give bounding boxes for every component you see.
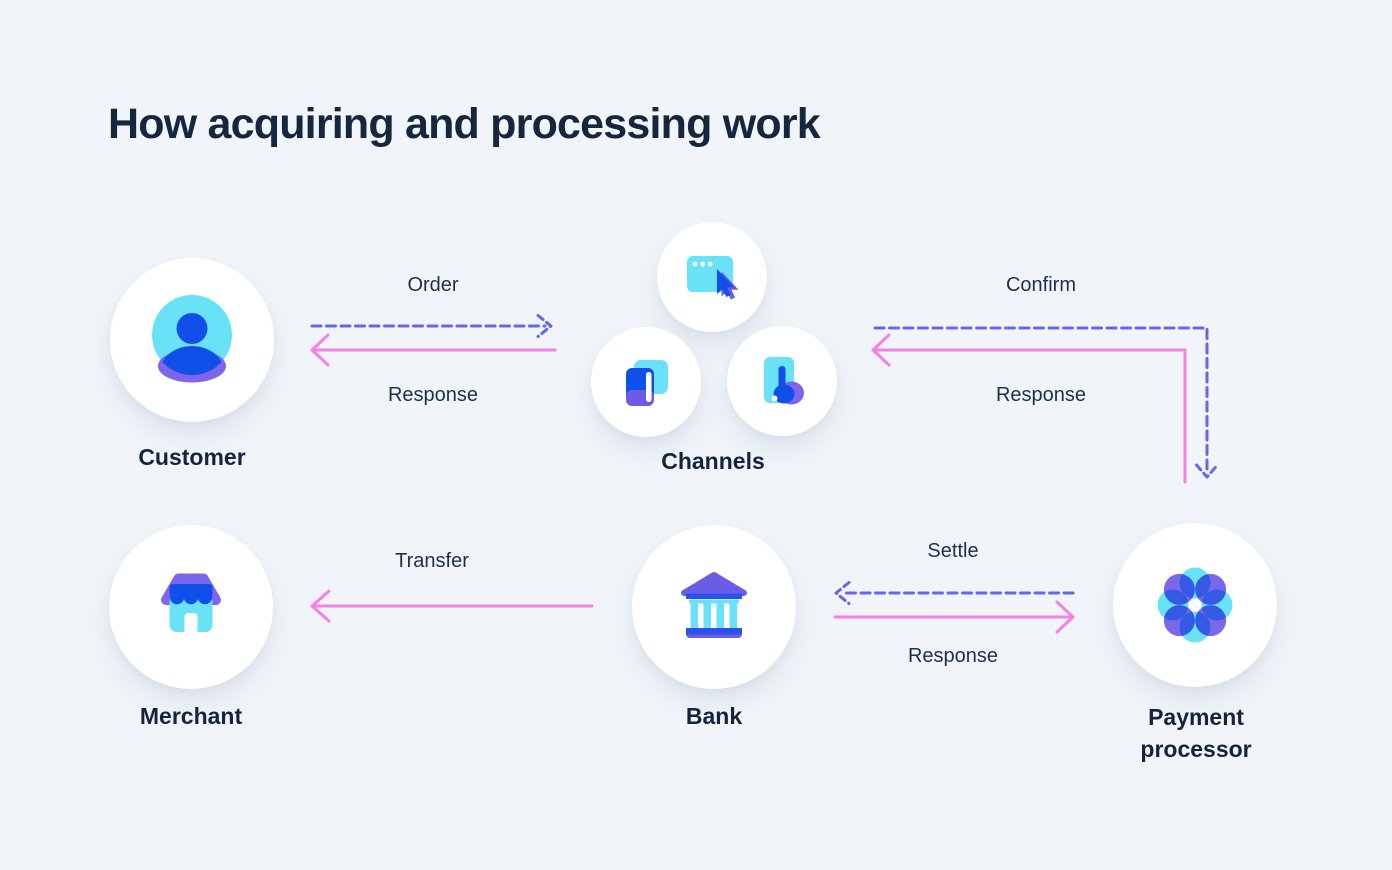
payment-processor-label: Payment processor: [1140, 704, 1252, 762]
order-arrow: [310, 314, 553, 338]
storefront-icon: [161, 573, 221, 632]
page-title: How acquiring and processing work: [108, 100, 821, 148]
response-to-processor-flow-label: Response: [907, 645, 999, 667]
tap-phone-icon: [764, 357, 804, 405]
flower-petals-icon: [1157, 567, 1233, 643]
credit-card-icon: [626, 360, 668, 406]
settle-arrow: [834, 581, 1075, 605]
user-avatar-icon: [152, 295, 232, 383]
response-to-customer-arrow: [310, 333, 557, 367]
bank-building-icon: [681, 572, 747, 638]
response-to-channels-arrow: [871, 333, 1187, 484]
order-flow-label: Order: [407, 274, 459, 296]
channel-browser-node: [657, 222, 767, 332]
browser-window-cursor-icon: [687, 256, 739, 300]
payment-processor-node: [1113, 523, 1277, 687]
response-to-channels-flow-label: Response: [995, 384, 1087, 406]
bank-label: Bank: [685, 703, 743, 729]
channel-card-node: [591, 327, 701, 437]
customer-label: Customer: [138, 444, 246, 470]
channels-label: Channels: [661, 448, 765, 474]
bank-node: [632, 525, 796, 689]
settle-flow-label: Settle: [927, 540, 979, 562]
customer-node: [110, 258, 274, 422]
channel-phone-node: [727, 326, 837, 436]
transfer-arrow: [310, 589, 594, 623]
merchant-label: Merchant: [139, 703, 243, 729]
response-to-processor-arrow: [833, 600, 1075, 634]
confirm-flow-label: Confirm: [1005, 274, 1077, 296]
response-to-customer-flow-label: Response: [387, 384, 479, 406]
merchant-node: [109, 525, 273, 689]
transfer-flow-label: Transfer: [395, 550, 469, 572]
